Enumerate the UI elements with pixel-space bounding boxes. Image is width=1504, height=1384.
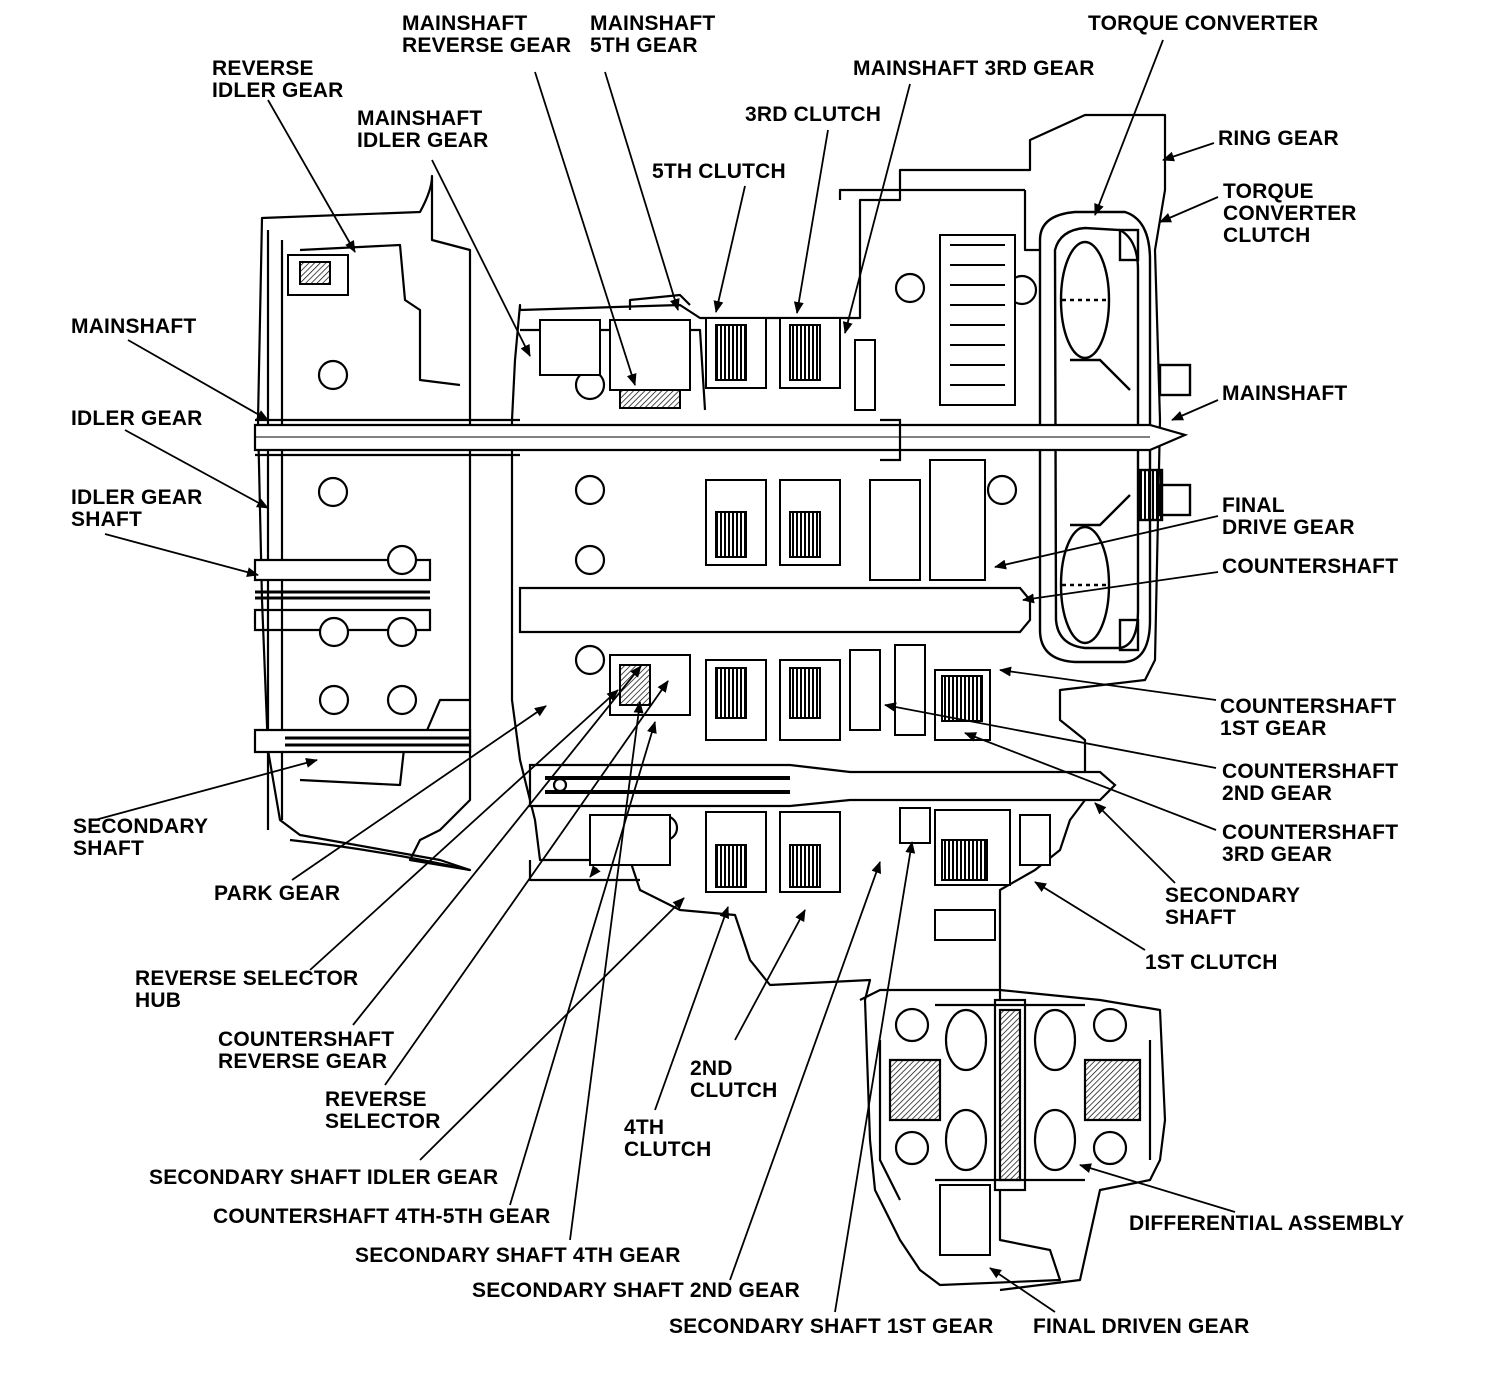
label-torque-converter: TORQUE CONVERTER — [1088, 12, 1319, 35]
label-final-drive-gear: FINAL DRIVE GEAR — [1222, 494, 1355, 539]
label-idler-gear: IDLER GEAR — [71, 407, 203, 430]
label-countershaft-4th-5th-gear: COUNTERSHAFT 4TH-5TH GEAR — [213, 1205, 551, 1228]
label-mainshaft-left: MAINSHAFT — [71, 315, 197, 338]
torque-converter-shell — [1038, 210, 1192, 664]
label-mainshaft-idler-gear: MAINSHAFT IDLER GEAR — [357, 107, 489, 152]
label-countershaft: COUNTERSHAFT — [1222, 555, 1399, 578]
label-reverse-idler-gear: REVERSE IDLER GEAR — [212, 57, 344, 102]
label-ring-gear: RING GEAR — [1218, 127, 1339, 150]
leader-lines — [94, 39, 1236, 1313]
label-reverse-selector: REVERSE SELECTOR — [325, 1088, 441, 1133]
label-countershaft-2nd-gear: COUNTERSHAFT 2ND GEAR — [1222, 760, 1399, 805]
label-torque-converter-clutch: TORQUE CONVERTER CLUTCH — [1223, 180, 1357, 247]
label-secondary-shaft-left: SECONDARY SHAFT — [73, 815, 209, 860]
label-1st-clutch: 1ST CLUTCH — [1145, 951, 1278, 974]
label-final-driven-gear: FINAL DRIVEN GEAR — [1033, 1315, 1250, 1338]
label-countershaft-3rd-gear: COUNTERSHAFT 3RD GEAR — [1222, 821, 1399, 866]
label-park-gear: PARK GEAR — [214, 882, 341, 905]
differential-internals — [888, 998, 1142, 1192]
label-4th-clutch: 4TH CLUTCH — [624, 1116, 712, 1161]
label-mainshaft-5th-gear: MAINSHAFT 5TH GEAR — [590, 12, 716, 57]
label-3rd-clutch: 3RD CLUTCH — [745, 103, 882, 126]
label-countershaft-reverse-gear: COUNTERSHAFT REVERSE GEAR — [218, 1028, 395, 1073]
label-secondary-shaft-4th-gear: SECONDARY SHAFT 4TH GEAR — [355, 1244, 681, 1267]
label-2nd-clutch: 2ND CLUTCH — [690, 1057, 778, 1102]
label-secondary-shaft-idler-gear: SECONDARY SHAFT IDLER GEAR — [149, 1166, 499, 1189]
label-mainshaft-3rd-gear: MAINSHAFT 3RD GEAR — [853, 57, 1095, 80]
label-differential-assembly: DIFFERENTIAL ASSEMBLY — [1129, 1212, 1405, 1235]
gears — [287, 234, 1051, 1256]
label-secondary-shaft-right: SECONDARY SHAFT — [1165, 884, 1301, 929]
clutch-packs — [705, 317, 1011, 893]
shafts — [253, 418, 1189, 808]
label-mainshaft-right: MAINSHAFT — [1222, 382, 1348, 405]
label-secondary-shaft-1st-gear: SECONDARY SHAFT 1ST GEAR — [669, 1315, 994, 1338]
housing-outline — [256, 113, 1167, 1292]
label-idler-gear-shaft: IDLER GEAR SHAFT — [71, 486, 203, 531]
label-secondary-shaft-2nd-gear: SECONDARY SHAFT 2ND GEAR — [472, 1279, 801, 1302]
label-5th-clutch: 5TH CLUTCH — [652, 160, 786, 183]
label-mainshaft-reverse-gear: MAINSHAFT REVERSE GEAR — [402, 12, 572, 57]
label-reverse-selector-hub: REVERSE SELECTOR HUB — [135, 967, 359, 1012]
label-countershaft-1st-gear: COUNTERSHAFT 1ST GEAR — [1220, 695, 1397, 740]
